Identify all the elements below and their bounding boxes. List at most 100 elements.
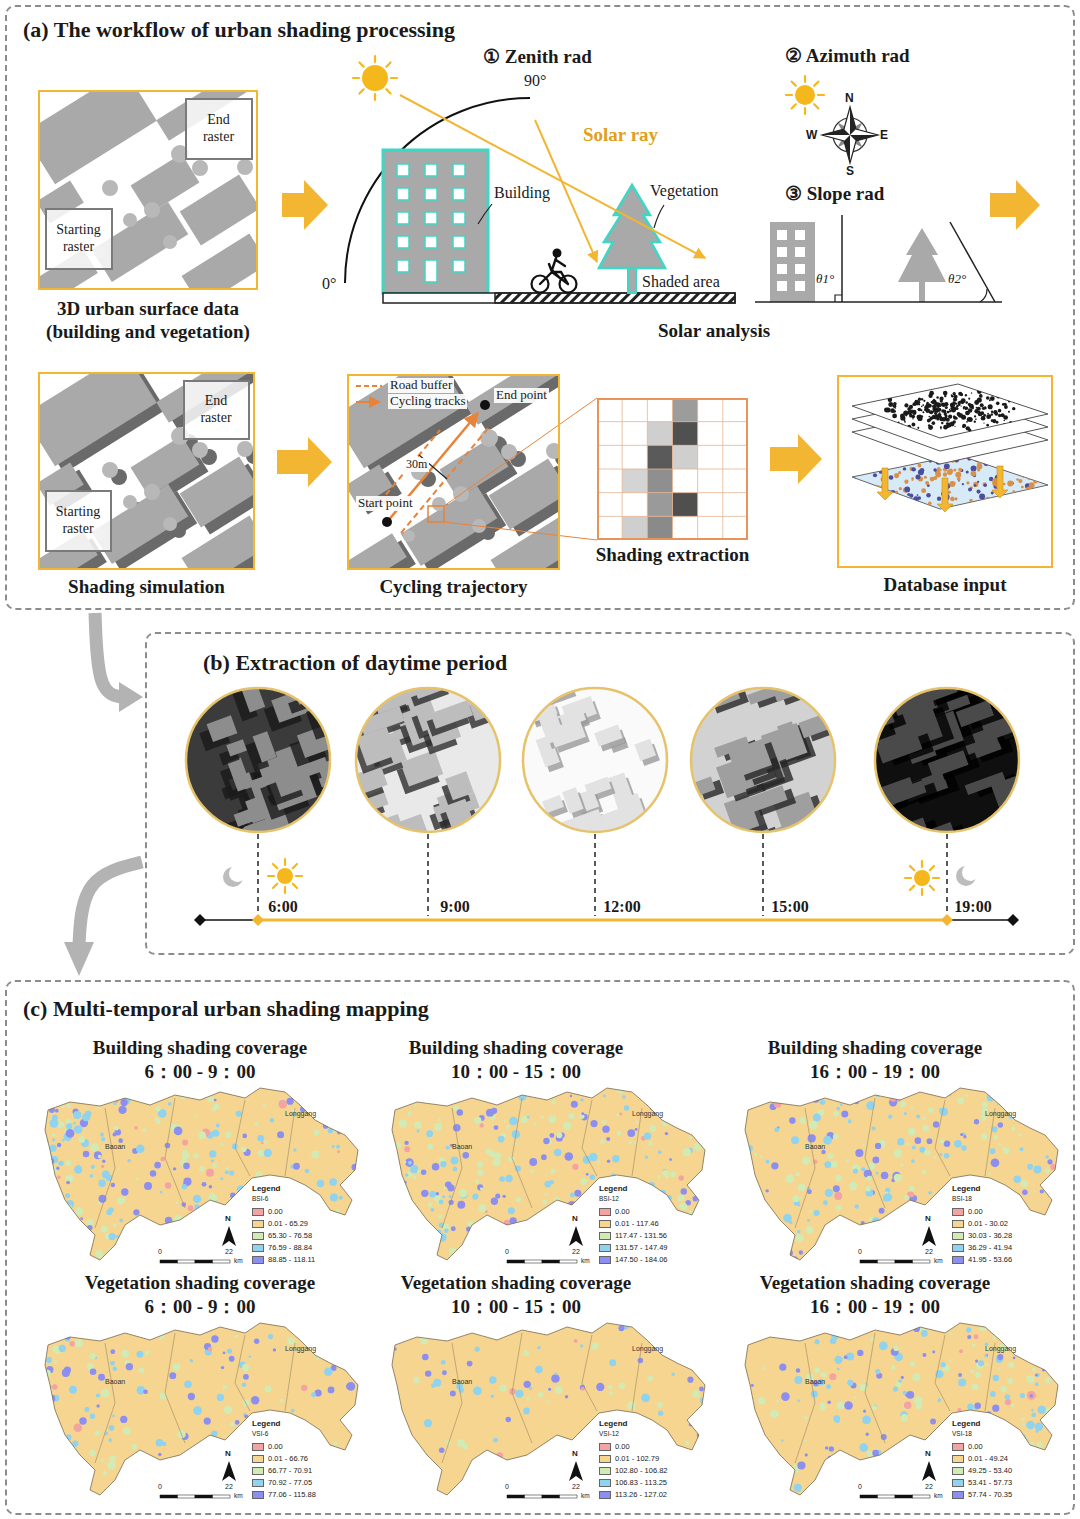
- district-map-part-part: [861, 1167, 865, 1171]
- database-layers-part-part: [872, 456, 878, 462]
- database-layers-part-part: [934, 416, 937, 419]
- district-map-part-part: [156, 1120, 161, 1125]
- database-layers-part-part: [976, 490, 980, 494]
- district-map-part-part: [944, 1153, 950, 1159]
- scale-bar-part: [160, 1260, 178, 1263]
- district-map-part-part: [338, 1250, 344, 1256]
- database-layers-part-part: [944, 427, 946, 429]
- district-map-part-part: [494, 1125, 499, 1130]
- district-map-part-part: [865, 1186, 870, 1191]
- district-map-part-part: [212, 1130, 219, 1137]
- database-layers-part-part: [1009, 421, 1012, 424]
- shading-grid-part: [597, 398, 748, 540]
- shading-grid-part: [597, 492, 748, 493]
- solar-analysis-figure-part: [478, 204, 492, 224]
- aerial-view-circle: [691, 666, 872, 916]
- district-map-part-part: [235, 1235, 239, 1239]
- district-map-part-part: [1040, 1189, 1044, 1193]
- district-map-part-part: [911, 1159, 915, 1163]
- district-map-part-part: [66, 1104, 71, 1109]
- district-map-part-part: [998, 1096, 1003, 1101]
- district-map-part-part: [477, 1184, 483, 1190]
- sun-icon-part: [284, 887, 286, 893]
- database-layers-part-part: [1021, 486, 1024, 489]
- database-layers-part-part: [962, 424, 966, 428]
- scale-bar-part: [525, 1260, 543, 1263]
- district-map-part-part: [512, 1098, 532, 1208]
- database-layers-part-part: [955, 403, 957, 405]
- city-block-map-part-part: [144, 202, 160, 218]
- district-map-part-part: [49, 1254, 55, 1260]
- slope-figure-part: [980, 289, 987, 302]
- sun-icon-part: [277, 868, 293, 884]
- database-layers-part-part: [894, 473, 899, 478]
- district-map-part-part: [540, 1253, 543, 1256]
- district-map-part-part: [848, 1085, 854, 1091]
- database-layers-part-part: [980, 403, 984, 407]
- district-map-part-part: [669, 1158, 672, 1161]
- solar-analysis-figure: [345, 95, 735, 303]
- aerial-view-circle-part-part: [1021, 800, 1062, 834]
- district-map-part-part: [211, 1159, 214, 1162]
- district-map-part-part: [476, 1096, 479, 1099]
- district-map-part-part: [466, 1241, 472, 1247]
- district-map-part-part: [930, 1203, 933, 1206]
- district-map-part-part: [581, 1112, 584, 1115]
- district-map-part-part: [816, 1248, 824, 1256]
- district-map-part-part: [897, 1138, 904, 1145]
- database-layers-part-part: [893, 499, 898, 504]
- district-map-part-part: [216, 1124, 220, 1128]
- district-map-part-part: [48, 1158, 54, 1164]
- district-map-part-part: [699, 1209, 706, 1216]
- district-map-part-part: [768, 1224, 771, 1227]
- district-map-part-part: [1051, 1120, 1059, 1128]
- aerial-view-circle-part: [349, 670, 515, 862]
- district-map-part-part: [795, 1172, 799, 1176]
- district-map-part-part: [317, 1180, 325, 1188]
- district-map-part-part: [880, 1244, 885, 1249]
- database-layers-part-part: [965, 411, 970, 416]
- city-block-map-part-part: [403, 530, 415, 542]
- aerial-view-circle-part-part: [925, 822, 958, 852]
- district-map-part-part: [468, 1242, 474, 1248]
- database-layers-part-part: [977, 389, 982, 394]
- aerial-view-circle-part-part: [827, 806, 863, 831]
- database-layers-part-part: [860, 462, 866, 468]
- database-layers-part-part: [998, 409, 1002, 413]
- district-map-part-part: [574, 1190, 581, 1197]
- flow-arrow-part: [282, 180, 328, 230]
- district-map-part-part: [533, 1230, 538, 1235]
- district-map-part-part: [564, 1211, 569, 1216]
- database-layers-part-part: [925, 481, 929, 485]
- district-map-part-part: [564, 1152, 573, 1161]
- database-layers-part: [877, 468, 893, 500]
- district-map-part-part: [534, 1123, 537, 1126]
- database-layers-part-part: [971, 466, 977, 472]
- district-map-part-part: [52, 1138, 55, 1141]
- district-map-part-part: [791, 1094, 796, 1099]
- database-layers-part-part: [962, 483, 964, 485]
- district-map-part-part: [670, 1171, 676, 1177]
- database-layers-part-part: [904, 487, 910, 493]
- database-layers-part-part: [933, 468, 936, 471]
- database-layers-part-part: [1002, 501, 1007, 506]
- database-layers-part-part: [959, 413, 964, 418]
- district-map-part-part: [855, 1204, 859, 1208]
- database-layers-part-part: [925, 504, 931, 510]
- district-map-part-part: [910, 1107, 913, 1110]
- district-map-part: [745, 1088, 1058, 1260]
- district-map-part-part: [62, 1139, 65, 1142]
- shading-grid-part: [647, 493, 672, 517]
- database-layers-part-part: [897, 505, 901, 509]
- database-layers-part-part: [912, 402, 916, 406]
- district-map-part-part: [464, 1084, 472, 1092]
- district-map-part-part: [355, 1117, 360, 1122]
- district-map-part-part: [358, 1086, 362, 1090]
- database-layers-part-part: [963, 406, 966, 409]
- district-map-part-part: [997, 1099, 1004, 1106]
- database-layers-part-part: [990, 391, 995, 396]
- district-map-part-part: [392, 1237, 398, 1243]
- district-map-part-part: [401, 1237, 404, 1240]
- aerial-view-circle-part-part: [226, 739, 247, 756]
- database-layers-part: [852, 384, 1048, 438]
